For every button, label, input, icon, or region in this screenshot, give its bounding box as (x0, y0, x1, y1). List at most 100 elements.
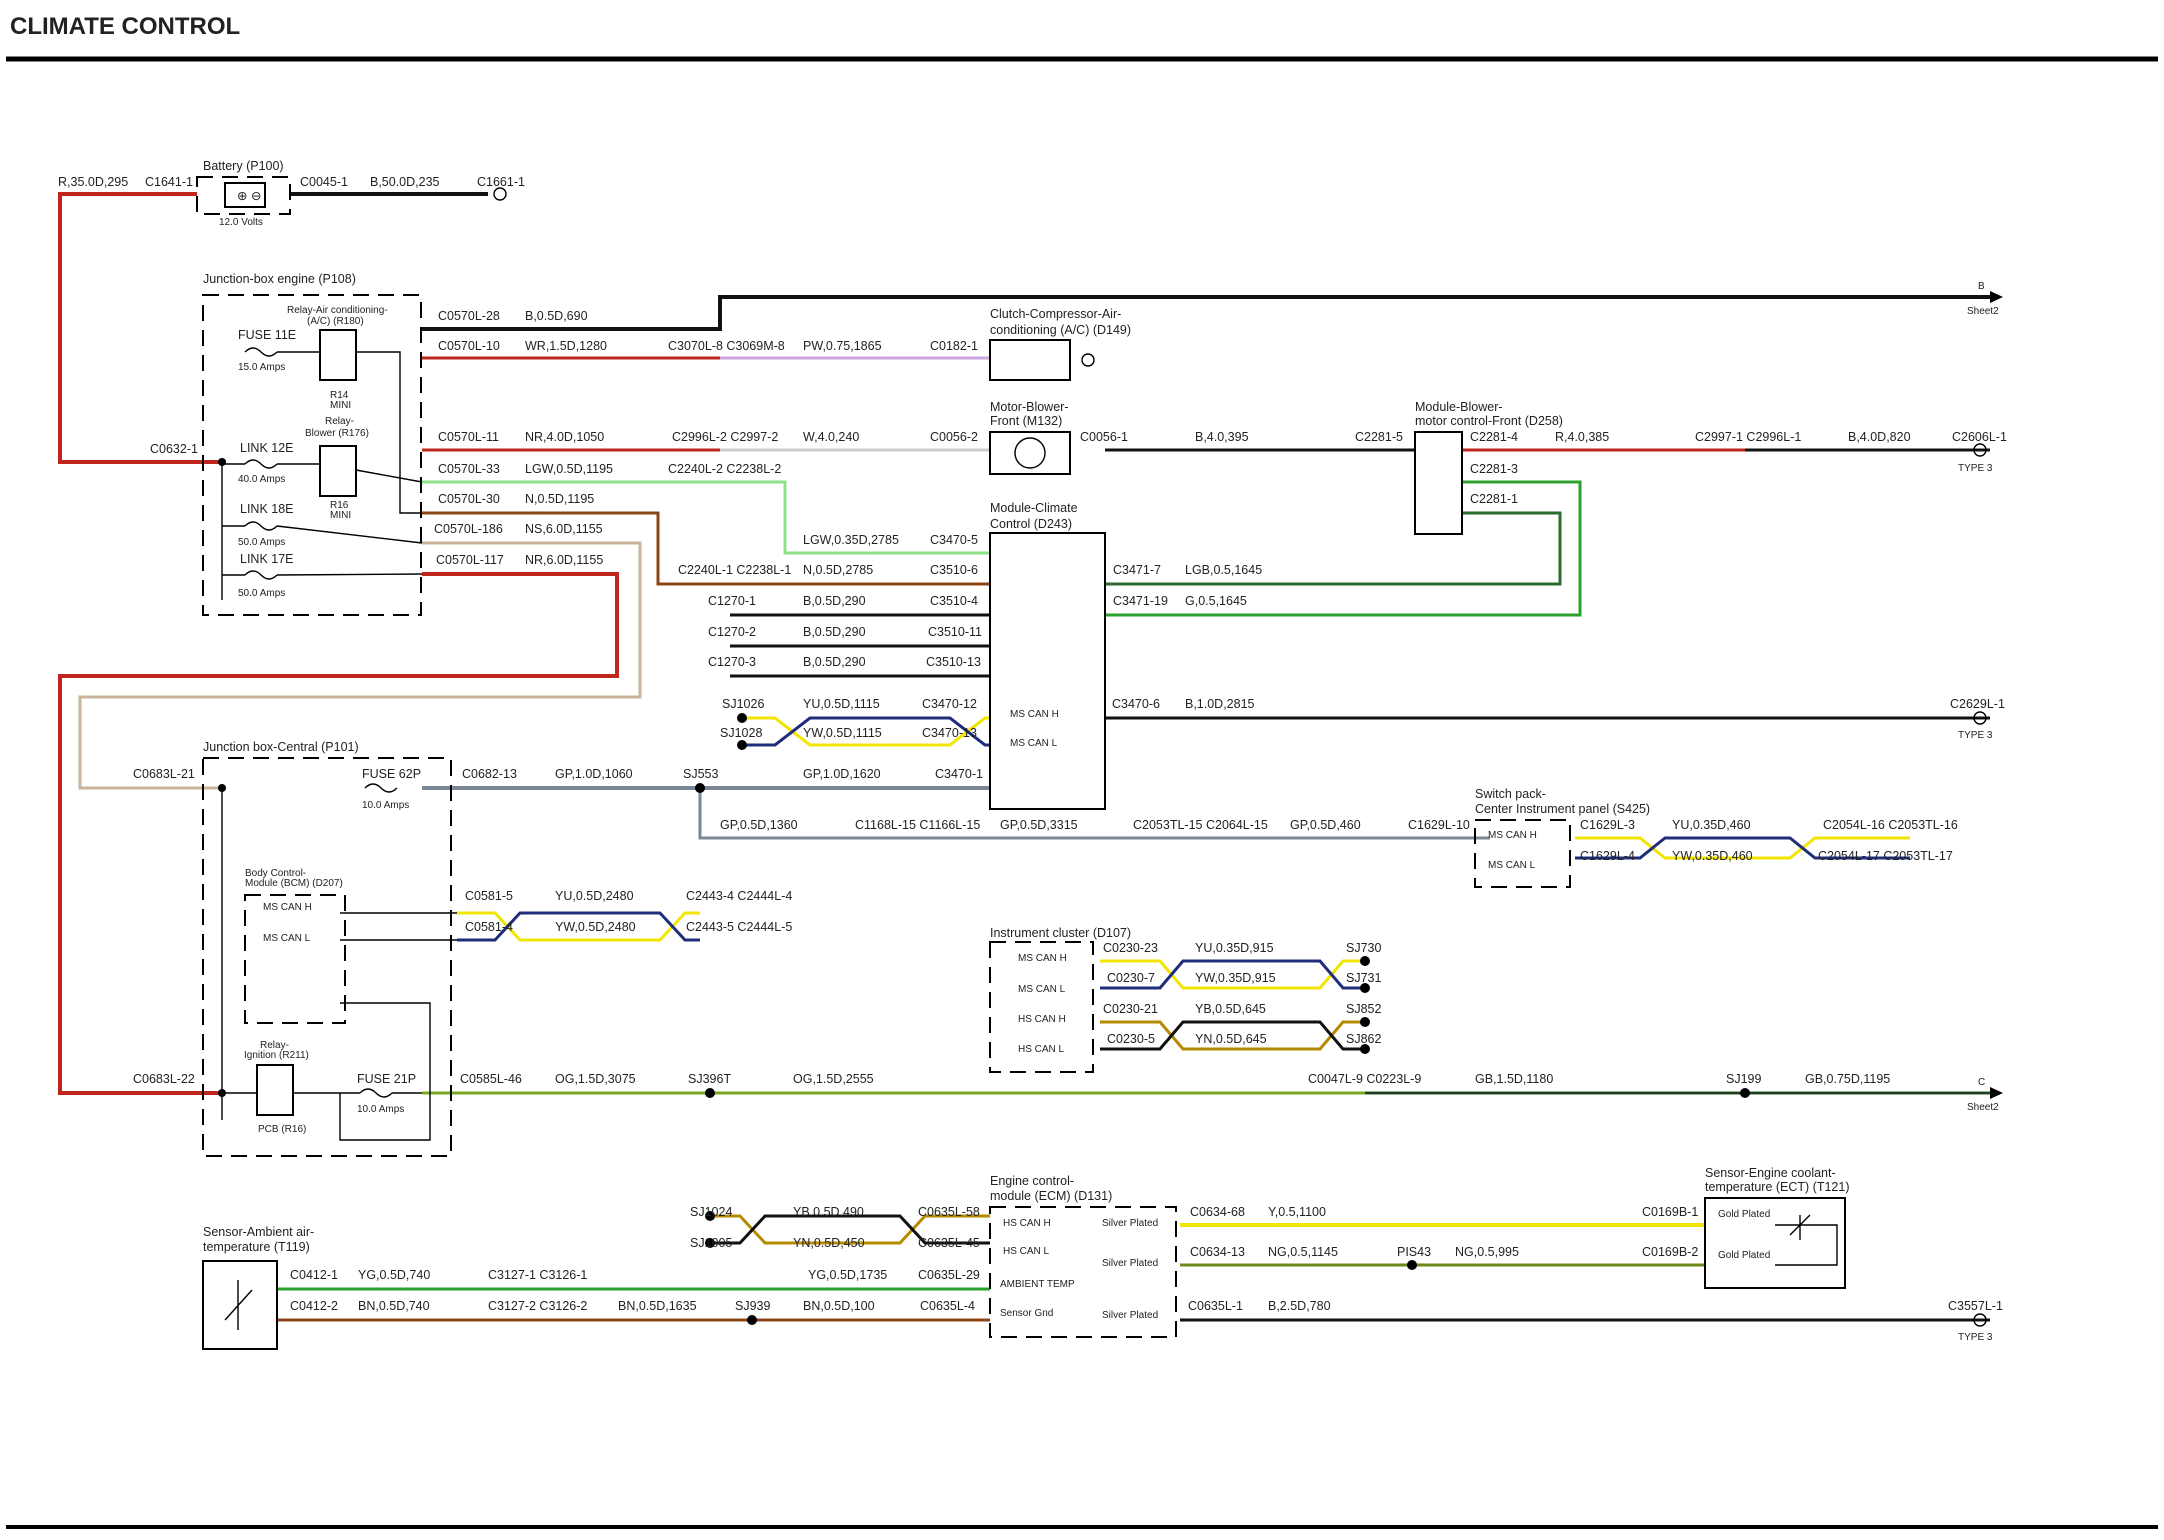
lbl: OG,1.5D,2555 (793, 1072, 874, 1086)
ground-ring-icon (1081, 353, 1095, 367)
lbl: C2443-4 C2444L-4 (686, 889, 792, 903)
splice-sj862 (1360, 1044, 1370, 1054)
lbl: Y,0.5,1100 (1268, 1205, 1326, 1219)
lbl: C2281-5 (1355, 430, 1403, 444)
battery-voltage: 12.0 Volts (219, 217, 263, 228)
lbl: C2053TL-15 C2064L-15 (1133, 818, 1268, 832)
lbl: C0635L-1 (1188, 1299, 1243, 1313)
twisted-pair-climate (742, 716, 990, 747)
lbl: C1168L-15 C1166L-15 (855, 818, 980, 832)
ic-l3: HS CAN H (1018, 1014, 1066, 1025)
lbl: SJ1005 (690, 1236, 732, 1250)
lbl: C0412-1 (290, 1268, 338, 1282)
lbl: YN,0.5D,450 (793, 1236, 865, 1250)
lbl: C1629L-4 (1580, 849, 1635, 863)
splice-sj731 (1360, 983, 1370, 993)
climate-name: Module-Climate (990, 501, 1078, 515)
lbl: C3127-1 C3126-1 (488, 1268, 587, 1282)
lbl: C3557L-1 (1948, 1299, 2003, 1313)
lbl: N,0.5D,2785 (803, 563, 873, 577)
bcm-can-l: MS CAN L (263, 933, 311, 944)
ecm-p1: HS CAN H (1003, 1218, 1051, 1229)
ect-gold-2: Gold Plated (1718, 1250, 1770, 1261)
link-12e-amps: 40.0 Amps (238, 474, 285, 485)
splice-sj396t (705, 1088, 715, 1098)
lbl: C0570L-117 (436, 553, 504, 567)
lbl: SJ1028 (720, 726, 762, 740)
ecm-p4: Sensor Gnd (1000, 1308, 1053, 1319)
splice-bus-central (218, 784, 226, 792)
fuse-icon (244, 459, 278, 469)
climate-name2: Control (D243) (990, 517, 1072, 531)
relay-ac-name2: (A/C) (R180) (307, 316, 364, 327)
wire-gp-1360 (698, 788, 1490, 840)
twisted-pair-ic-ms (1100, 959, 1365, 990)
wire-lgb (1105, 511, 1562, 586)
lbl: GB,1.5D,1180 (1475, 1072, 1553, 1086)
module-blower-name2: motor control-Front (D258) (1415, 414, 1563, 428)
wire-lgw (422, 480, 990, 555)
lbl: SJ730 (1346, 941, 1381, 955)
lbl: C0683L-21 (133, 767, 195, 781)
lbl: YU,0.35D,915 (1195, 941, 1274, 955)
lbl: C0570L-186 (434, 522, 503, 536)
lbl: C0230-23 (1103, 941, 1158, 955)
ect-gold-1: Gold Plated (1718, 1209, 1770, 1220)
climate-can-h: MS CAN H (1010, 709, 1059, 720)
ecm: Engine control- module (ECM) (D131) HS C… (989, 1174, 1177, 1338)
junction-box-engine: Junction-box engine (P108) Relay-Air con… (202, 272, 423, 616)
lbl: PW,0.75,1865 (803, 339, 882, 353)
splice-sj1026 (737, 713, 747, 723)
lbl: C2606L-1 (1952, 430, 2007, 444)
link-17e-name: LINK 17E (240, 552, 294, 566)
ecm-plated-2: Silver Plated (1102, 1258, 1158, 1269)
lbl: B,4.0,395 (1195, 430, 1249, 444)
wire-b-05-690 (422, 295, 1990, 331)
lbl: C2997-1 C2996L-1 (1695, 430, 1801, 444)
lbl: YW,0.5D,2480 (555, 920, 636, 934)
bcm-can-h: MS CAN H (263, 902, 312, 913)
ground-ring-icon (1973, 1313, 1987, 1327)
type3-a: TYPE 3 (1958, 463, 1993, 474)
lbl: OG,1.5D,3075 (555, 1072, 636, 1086)
lbl: C0581-5 (465, 889, 513, 903)
lbl: SJ862 (1346, 1032, 1381, 1046)
lbl: C0634-68 (1190, 1205, 1245, 1219)
lbl: C1270-1 (708, 594, 756, 608)
lbl: YB,0.5D,645 (1195, 1002, 1266, 1016)
lbl: B,0.5D,290 (803, 625, 866, 639)
switch-pack-name2: Center Instrument panel (S425) (1475, 802, 1650, 816)
lbl: C3471-19 (1113, 594, 1168, 608)
lbl: C2443-5 C2444L-5 (686, 920, 792, 934)
lbl: C3510-4 (930, 594, 978, 608)
sensor-ect: Sensor-Engine coolant- temperature (ECT)… (1704, 1166, 1849, 1289)
wire-layer (58, 192, 1990, 1322)
clutch-name2: conditioning (A/C) (D149) (990, 323, 1131, 337)
lbl: NR,6.0D,1155 (525, 553, 603, 567)
fuse-icon (244, 521, 278, 531)
lbl: GB,0.75D,1195 (1805, 1072, 1890, 1086)
junction-box-central: Junction box-Central (P101) FUSE 62P 10.… (202, 740, 457, 1157)
lbl: C3470-1 (935, 767, 983, 781)
lbl: GP,1.0D,1620 (803, 767, 881, 781)
lbl: C1270-3 (708, 655, 756, 669)
lbl: C3470-13 (922, 726, 977, 740)
wire-g (1105, 480, 1582, 617)
splice-sj730 (1360, 956, 1370, 966)
lbl: SJ1024 (690, 1205, 732, 1219)
lbl: C0412-2 (290, 1299, 338, 1313)
thermistor-icon (1789, 1214, 1811, 1240)
lbl: C2281-4 (1470, 430, 1518, 444)
lbl: C3127-2 C3126-2 (488, 1299, 587, 1313)
thermistor-icon (224, 1280, 253, 1330)
fuse-icon (244, 570, 278, 580)
lbl: C0682-13 (462, 767, 517, 781)
lbl: C2054L-17 C2053TL-17 (1818, 849, 1953, 863)
link-17e-amps: 50.0 Amps (238, 588, 285, 599)
lbl: B,1.0D,2815 (1185, 697, 1255, 711)
lbl: R,4.0,385 (1555, 430, 1609, 444)
splice-bus (218, 458, 226, 466)
splice-sj199 (1740, 1088, 1750, 1098)
lbl: C0632-1 (150, 442, 198, 456)
lbl: YU,0.5D,1115 (803, 697, 880, 711)
